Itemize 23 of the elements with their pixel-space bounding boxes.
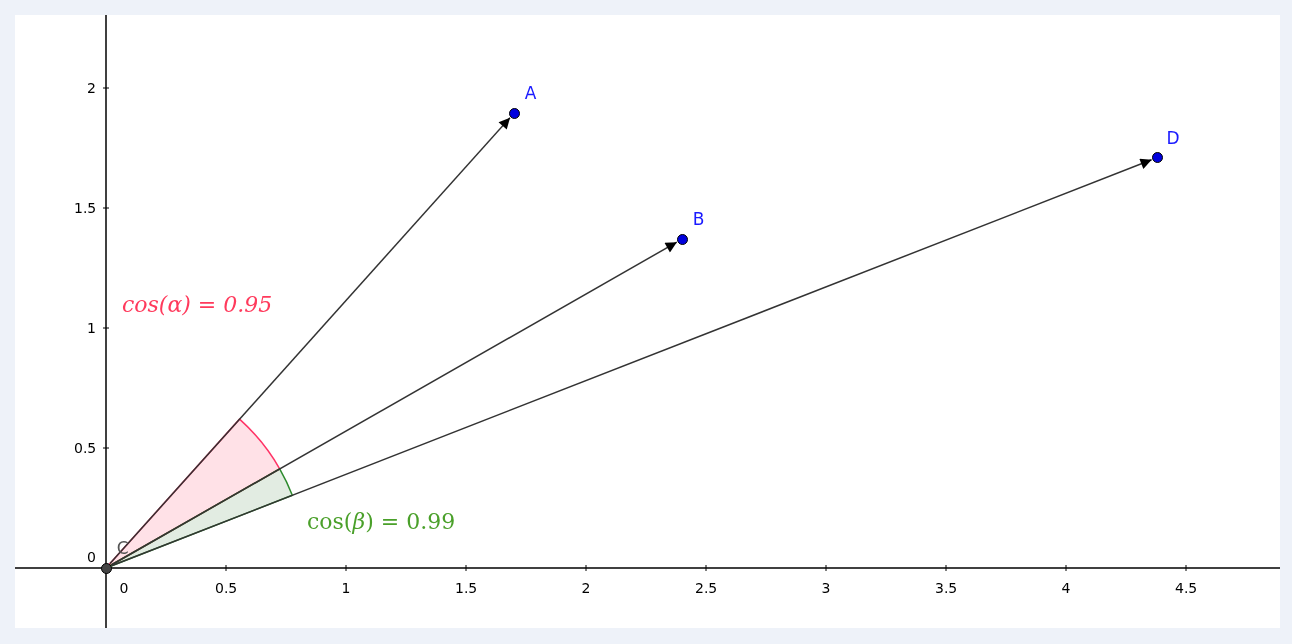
tick-label: 0.5 <box>74 439 97 457</box>
tick-label: 0 <box>119 579 129 597</box>
vector-arrow <box>109 116 511 565</box>
tick-label: 4.5 <box>1175 579 1198 597</box>
tick-label: 3 <box>821 579 831 597</box>
point: B <box>676 210 705 245</box>
vector-arrow <box>110 158 1153 567</box>
tick-label: 4 <box>1061 579 1071 597</box>
tick-label: 1 <box>87 319 96 337</box>
point: A <box>508 84 537 119</box>
tick-label: 1.5 <box>74 199 97 217</box>
formula-label: cos(α) = 0.95 <box>122 292 273 318</box>
tick-label: 0.5 <box>215 579 238 597</box>
point: D <box>1151 128 1180 164</box>
tick-label: 3.5 <box>935 579 958 597</box>
tick-label: 1 <box>341 579 351 597</box>
tick-label: 2 <box>87 79 96 97</box>
formula-label: cos(β) = 0.99 <box>307 509 456 535</box>
tick-label: 2 <box>581 579 591 597</box>
tick-label: 0 <box>87 548 96 566</box>
vector-arrow <box>110 241 678 566</box>
tick-label: 1.5 <box>455 579 478 597</box>
tick-label: 2.5 <box>695 579 718 597</box>
